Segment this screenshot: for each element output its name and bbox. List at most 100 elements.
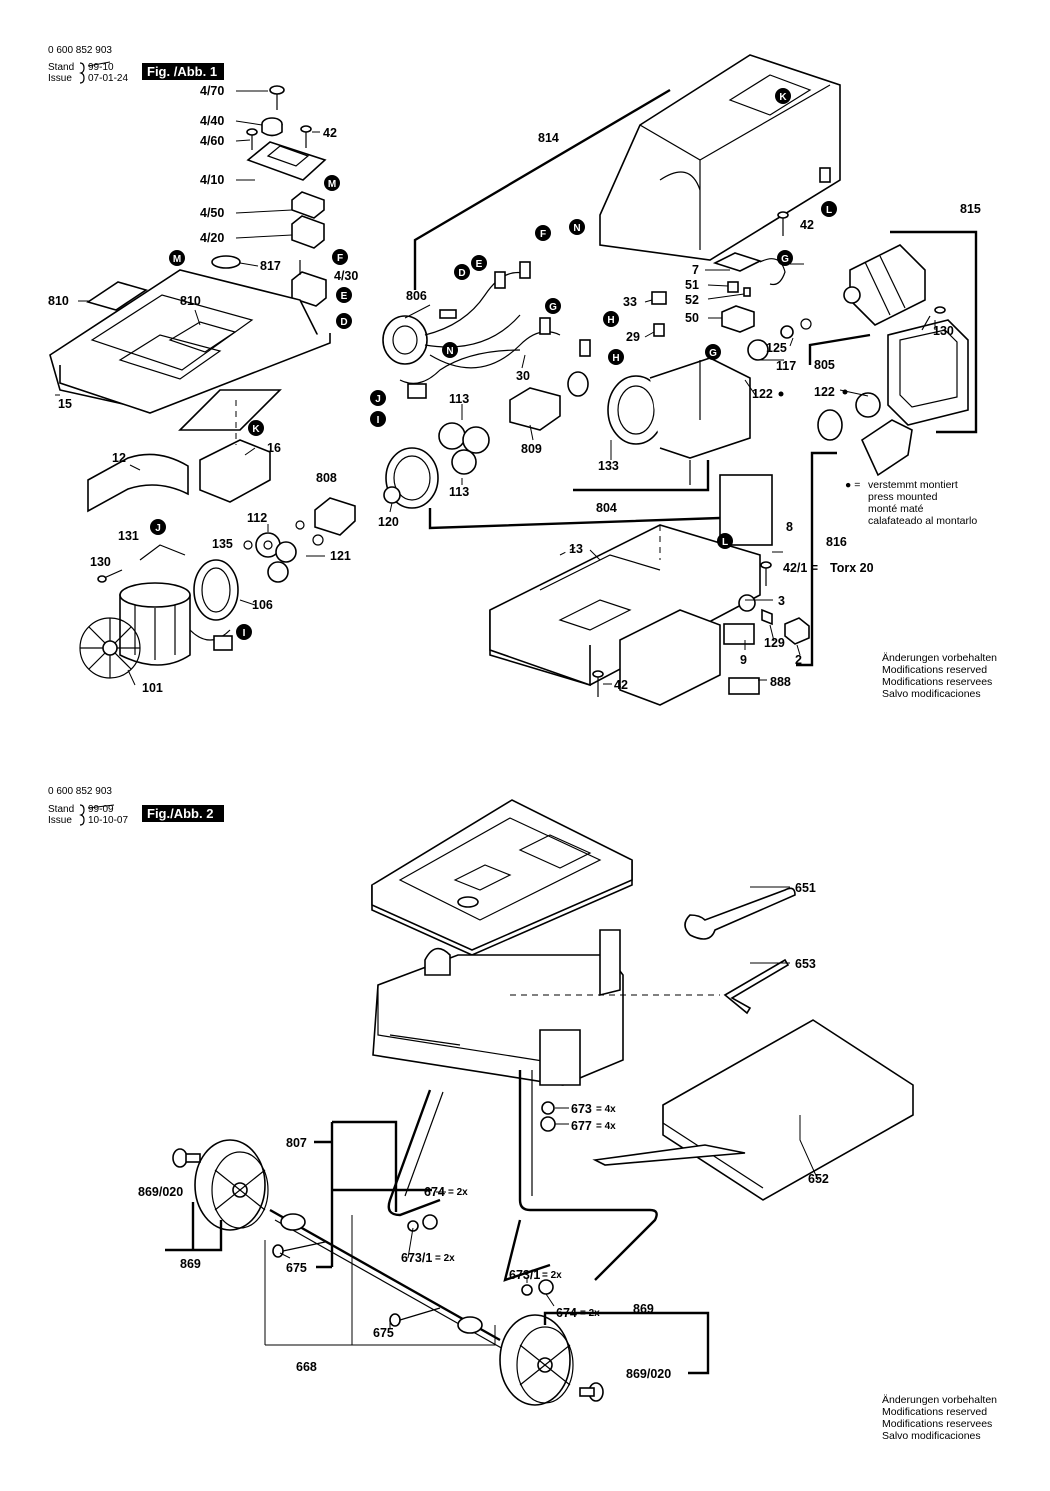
bracket-804-b [573,460,710,492]
note2-de: Änderungen vorbehalten [882,1394,997,1406]
lbl-817: 817 [260,259,281,273]
legend-line-fr: monté maté [868,503,924,515]
switch-cover-4-50 [291,191,325,219]
lbl-4-20: 4/20 [200,231,224,245]
label-817 [211,255,241,269]
fig2-part-number: 0 600 852 903 [48,786,112,797]
marker-m-switch: M [324,175,340,191]
screw-130-right [921,306,946,331]
nut-677 [540,1116,556,1132]
lbl-8: 8 [786,520,793,534]
clip-7 [712,252,763,272]
fig1-stand-strike [87,61,111,67]
shredder-body [371,799,633,1086]
lbl-805: 805 [814,358,835,372]
fig1-legend: ● = verstemmt montiert press mounted mon… [845,479,977,527]
screw-4-70 [269,85,285,110]
cable-harness-30 [382,261,591,384]
fig2-title-box [142,805,224,822]
bearing-122 [855,392,881,418]
lbl-4-30: 4/30 [334,269,358,283]
fig2-stand-label: Stand [48,804,74,815]
carrier-809 [509,387,561,431]
lbl-674-a: 674 [424,1185,445,1199]
marker-e-cable: E [471,255,487,271]
fig2-brace [79,804,85,826]
fig2-stand-old: 99-09 [88,804,114,815]
lbl-112: 112 [247,511,267,525]
svg-text:J: J [375,394,381,405]
fig2-notes: Änderungen vorbehalten Modifications res… [882,1394,997,1442]
marker-j-motor: J [150,519,166,535]
fig1-markers: K M F E D K J I N L G H N E D G H G J I … [150,88,837,640]
bracket-814 [413,88,671,290]
legend-line-de: verstemmt montiert [868,479,958,491]
svg-text:H: H [607,315,614,326]
svg-text:J: J [155,523,161,534]
lbl-130-b: 130 [933,324,954,338]
fig2-stand-strike [87,804,115,809]
svg-text:G: G [709,348,717,359]
lbl-673: 673 [571,1102,592,1116]
marker-h-33: H [603,311,619,327]
plug-2 [784,617,810,645]
lbl-130-a: 130 [90,555,111,569]
screw-129 [761,608,773,626]
hex-key-653 [723,958,790,1015]
screw-42-top [300,125,312,148]
gear-113-b [451,449,477,475]
switch-plate-4-10 [246,141,327,181]
lbl-2: 2 [795,653,802,667]
lbl-668: 668 [296,1360,317,1374]
connector-motor [213,635,233,651]
part-52 [743,287,751,297]
marker-n-hopper: N [569,219,585,235]
svg-text:E: E [341,291,348,302]
lbl-torx: Torx 20 [830,561,874,575]
base-housing-13 [489,524,761,706]
fig1-issue-label: Issue [48,73,72,84]
marker-i-motor: I [236,624,252,640]
lbl-814: 814 [538,131,559,145]
marker-i-cable: I [370,411,386,427]
fig1-title: Fig. /Abb. 1 [147,64,217,79]
fig1-issue-date: 07-01-24 [88,73,128,84]
wheel-right [499,1314,574,1406]
bag-652 [592,1019,914,1201]
marker-f-switch: F [332,249,348,265]
lbl-806: 806 [406,289,427,303]
bracket-807 [314,1120,432,1269]
part-51 [727,281,739,293]
label-888 [728,677,760,695]
fig1-stand-old: 99-10 [88,62,114,73]
legend-symbol: ● = [845,479,860,491]
lbl-677-qty: = 4x [596,1121,616,1132]
nut-674-a [422,1214,438,1230]
fig1-header: 0 600 852 903 Stand 99-10 Issue 07-01-24… [48,45,224,84]
marker-h-cable: H [608,349,624,365]
lbl-652: 652 [808,1172,829,1186]
svg-text:M: M [328,179,336,190]
marker-g-50: G [705,344,721,360]
lbl-4-70: 4/70 [200,84,224,98]
bracket-815 [890,230,978,434]
lbl-4-60: 4/60 [200,134,224,148]
lbl-888: 888 [770,675,791,689]
screw-130-left [97,569,123,583]
lbl-13: 13 [569,542,583,556]
svg-text:L: L [826,205,832,216]
note2-en: Modifications reserved [882,1406,987,1418]
lbl-869-b: 869 [633,1302,654,1316]
marker-l-base: L [717,533,733,549]
part-33 [651,291,667,305]
lbl-674-b: 674 [556,1306,577,1320]
motor-101 [119,582,231,666]
switch-plate-detail [266,145,310,167]
lbl-4-40: 4/40 [200,114,224,128]
fig1-parts [49,54,978,706]
washer-673 [541,1101,555,1115]
fig2-labels: 651 653 652 673 = 4x 677 = 4x 807 674 = … [138,881,829,1381]
washer-673-1-b [521,1284,533,1296]
lbl-673-1-a-qty: = 2x [435,1253,455,1264]
note-es: Salvo modificaciones [882,688,981,700]
